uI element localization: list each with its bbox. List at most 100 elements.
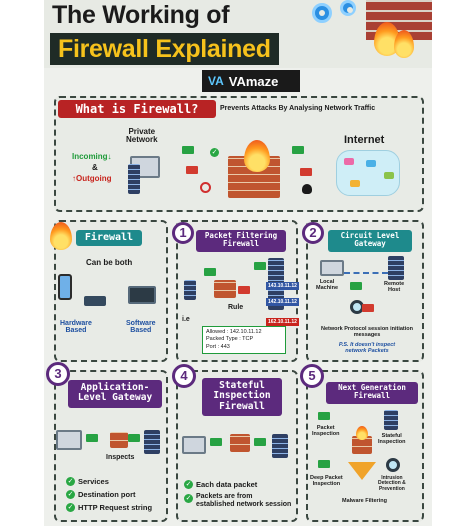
monitor-icon [320, 260, 344, 276]
network-node-icon [344, 158, 354, 165]
hardware-label: Hardware Based [60, 320, 92, 335]
ip-label-mid: 142.10.11.12 [266, 298, 299, 306]
check-icon: ✓ [66, 490, 75, 499]
malware-filtering-label: Malware Filtering [342, 498, 387, 504]
lens-icon [386, 458, 400, 472]
network-node-icon [384, 172, 394, 179]
envelope-icon [204, 268, 216, 276]
envelope-icon [292, 146, 304, 154]
envelope-icon [318, 412, 330, 420]
circuit-level-tag: Circuit Level Gateway [328, 230, 412, 252]
server-icon [128, 164, 140, 194]
firewall-tag: Firewall [76, 230, 142, 246]
app-item-1: Services [78, 477, 109, 486]
can-be-both-label: Can be both [86, 258, 133, 267]
rule-info-box: Allowed : 142.10.11.12 Packed Type : TCP… [202, 326, 286, 355]
ps-note: P.S. It doesn't inspect network Packets [338, 342, 396, 355]
deep-packet-label: Deep Packet Inspection [310, 475, 343, 487]
step-number-1: 1 [172, 222, 194, 244]
flame-icon [356, 426, 368, 440]
envelope-icon [238, 286, 250, 294]
infographic-poster: The Working of Firewall Explained VA VAm… [44, 0, 432, 526]
brand-name: VAmaze [228, 73, 279, 89]
title-line-2: Firewall Explained [50, 33, 279, 65]
remote-host-label: Remote Host [384, 281, 405, 293]
envelope-icon [128, 434, 140, 442]
application-level-tag: Application- Level Gateway [68, 380, 162, 408]
check-icon: ✓ [184, 494, 193, 503]
ip-label-bottom: 162.10.11.12 [266, 318, 299, 326]
inspects-label: Inspects [106, 454, 135, 461]
outgoing-label: ↑Outgoing [72, 174, 112, 183]
envelope-icon [186, 166, 198, 174]
check-icon: ✓ [66, 503, 75, 512]
server-icon [384, 410, 398, 430]
packet-inspection-label: Packet Inspection [312, 425, 340, 437]
brick-wall-icon [352, 436, 372, 454]
envelope-icon [350, 282, 362, 290]
packet-filtering-tag: Packet Filtering Firewall [196, 230, 286, 252]
internet-label: Internet [344, 134, 385, 146]
monitor-icon [182, 436, 206, 454]
title-line-1: The Working of [52, 1, 230, 29]
rule-label: Rule [228, 304, 244, 311]
incoming-label: Incoming↓ [72, 152, 112, 161]
server-icon [144, 430, 160, 454]
session-line [344, 272, 388, 274]
session-messages-label: Network Protocol session initiation mess… [321, 326, 413, 339]
flame-icon [50, 222, 72, 250]
ie-label: i.e [182, 316, 190, 323]
gear-icon [340, 0, 356, 16]
step-number-5: 5 [300, 364, 324, 388]
check-icon: ✓ [66, 477, 75, 486]
stateful-item-1: Each data packet [196, 480, 258, 489]
envelope-icon [300, 168, 312, 176]
app-item-2: Destination port [78, 490, 136, 499]
network-node-icon [350, 180, 360, 187]
check-icon: ✓ [184, 480, 193, 489]
brick-wall-icon [110, 432, 128, 448]
router-icon [84, 296, 106, 306]
stateful-item-2: Packets are from established network ses… [196, 493, 292, 509]
phone-icon [58, 274, 72, 300]
software-label: Software Based [126, 320, 156, 335]
packet-type: Packed Type : TCP [206, 336, 254, 343]
funnel-icon [348, 462, 376, 480]
envelope-icon [254, 262, 266, 270]
app-item-3: HTTP Request string [78, 503, 153, 512]
intrusion-label: Intrusion Detection & Prevention [378, 475, 406, 492]
envelope-icon [254, 438, 266, 446]
gear-icon [312, 3, 332, 23]
port: Port : 443 [206, 343, 230, 350]
private-network-label: Private Network [126, 127, 158, 145]
envelope-icon [86, 434, 98, 442]
amp-label: & [92, 163, 98, 172]
skull-icon [302, 184, 312, 194]
brick-wall-icon [230, 434, 250, 452]
what-is-firewall-tag: What is Firewall? [58, 100, 216, 118]
server-icon [184, 280, 196, 300]
brand-badge: VA VAmaze [202, 70, 300, 92]
brick-wall-icon [214, 280, 236, 298]
stateful-inspection-tag: Stateful Inspection Firewall [202, 378, 282, 416]
step-number-3: 3 [46, 362, 70, 386]
step-number-4: 4 [172, 364, 196, 388]
envelope-icon [362, 304, 374, 312]
ip-label-top: 143.10.11.12 [266, 282, 299, 290]
what-subtitle: Prevents Attacks By Analysing Network Tr… [220, 105, 376, 112]
brand-logo: VA [208, 74, 224, 88]
envelope-icon [210, 438, 222, 446]
deny-icon [200, 182, 211, 193]
flame-icon [394, 30, 414, 58]
flame-icon [244, 140, 270, 172]
server-icon [272, 434, 288, 458]
monitor-icon [56, 430, 82, 450]
check-icon: ✓ [210, 148, 219, 157]
allowed-ip: Allowed : 142.10.11.12 [206, 329, 262, 335]
next-gen-tag: Next Generation Firewall [326, 382, 418, 404]
network-node-icon [366, 160, 376, 167]
local-machine-label: Local Machine [316, 279, 339, 291]
server-icon [388, 256, 404, 280]
stateful-inspection-label: Stateful Inspection [378, 433, 406, 445]
envelope-icon [182, 146, 194, 154]
